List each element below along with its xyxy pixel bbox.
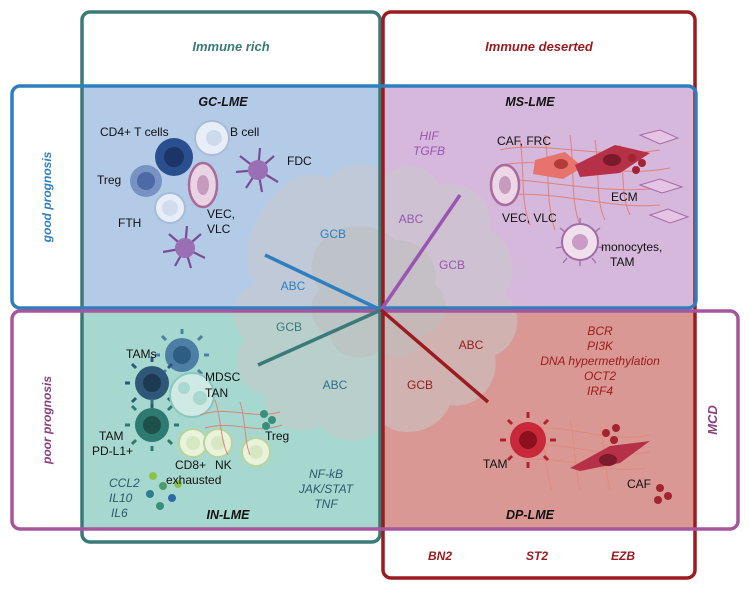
gc-vlc-label: VLC <box>207 222 231 236</box>
dp-tam-label: TAM <box>483 457 507 471</box>
dp-lme-title: DP-LME <box>506 508 555 522</box>
gc-lme-title: GC-LME <box>198 95 248 109</box>
good-prognosis-label: good prognosis <box>40 151 54 243</box>
in-tams-label: TAMs <box>126 347 156 361</box>
gc-bcell-label: B cell <box>230 125 259 139</box>
in-treg-label: Treg <box>265 429 289 443</box>
in-tnf-label: TNF <box>314 497 338 511</box>
dp-gene-labels: BCR PI3K DNA hypermethylation OCT2 IRF4 <box>540 324 660 398</box>
poor-prognosis-label: poor prognosis <box>40 376 54 465</box>
ezb-label: EZB <box>611 549 635 563</box>
ms-tgfb-label: TGFB <box>413 144 445 158</box>
in-cells-illustration <box>125 329 283 510</box>
ms-hif-label: HIF <box>419 129 439 143</box>
gcb-label-2: GCB <box>439 258 465 272</box>
dp-irf4-label: IRF4 <box>587 384 613 398</box>
ms-gene-labels: HIF TGFB <box>413 129 445 158</box>
in-exhausted-label: exhausted <box>166 473 221 487</box>
abc-label-2: ABC <box>399 212 424 226</box>
in-genes-left: CCL2 IL10 IL6 <box>109 476 140 520</box>
gc-cells-illustration <box>130 120 279 269</box>
ms-cell-labels: CAF, FRC ECM VEC, VLC monocytes, TAM <box>497 134 662 269</box>
st2-label: ST2 <box>526 549 548 563</box>
gc-fth-label: FTH <box>118 216 141 230</box>
in-cd8-label: CD8+ <box>175 458 206 472</box>
immune-rich-column-box <box>80 10 382 544</box>
gc-treg-label: Treg <box>97 173 121 187</box>
in-il10-label: IL10 <box>109 491 133 505</box>
ms-monocytes-label: monocytes, <box>601 240 662 254</box>
dp-cells-illustration <box>500 412 672 504</box>
abc-label-4: ABC <box>459 338 484 352</box>
dp-cell-labels: TAM CAF <box>483 457 651 491</box>
ms-ecm-label: ECM <box>611 190 638 204</box>
ms-divider-line <box>379 194 462 311</box>
gc-fdc-label: FDC <box>287 154 312 168</box>
immune-deserted-title: Immune deserted <box>485 39 594 54</box>
gcb-label-3: GCB <box>276 320 302 334</box>
in-pdl1-label: PD-L1+ <box>92 444 133 458</box>
dp-divider-line <box>379 308 490 404</box>
gcb-label-1: GCB <box>320 227 346 241</box>
gcb-label-4: GCB <box>407 378 433 392</box>
mcd-label: MCD <box>705 405 720 435</box>
abc-label-1: ABC <box>281 279 306 293</box>
in-ccl2-label: CCL2 <box>109 476 140 490</box>
in-genes-right: NF-kB JAK/STAT TNF <box>298 467 355 511</box>
dp-dna-label: DNA hypermethylation <box>540 354 660 368</box>
immune-rich-title: Immune rich <box>192 39 269 54</box>
in-cell-labels: TAMs MDSC TAN TAM PD-L1+ Treg CD8+ NK ex… <box>92 347 289 487</box>
gc-cell-labels: CD4+ T cells B cell Treg FDC FTH VEC, VL… <box>97 125 312 236</box>
bn2-label: BN2 <box>428 549 452 563</box>
in-nfkb-label: NF-kB <box>309 467 343 481</box>
in-nk-label: NK <box>215 458 232 472</box>
ms-lme-title: MS-LME <box>505 95 555 109</box>
in-lme-title: IN-LME <box>206 508 250 522</box>
dp-bcr-label: BCR <box>587 324 613 338</box>
gc-cd4-label: CD4+ T cells <box>100 125 169 139</box>
gc-divider-line <box>264 253 382 312</box>
ms-caf-frc-label: CAF, FRC <box>497 134 551 148</box>
dp-oct2-label: OCT2 <box>584 369 616 383</box>
gc-vec-label: VEC, <box>207 207 235 221</box>
dp-pi3k-label: PI3K <box>587 339 614 353</box>
good-prognosis-row-box <box>10 84 698 310</box>
abc-label-3: ABC <box>323 378 348 392</box>
in-tam-label: TAM <box>99 429 123 443</box>
ms-cells-illustration <box>489 129 690 266</box>
in-divider-line <box>257 308 382 367</box>
in-mdsc-label: MDSC <box>205 370 241 384</box>
subtype-axis-labels: GCB ABC ABC GCB GCB ABC ABC GCB <box>276 212 484 392</box>
ms-tam-label: TAM <box>610 255 634 269</box>
dp-caf-label: CAF <box>627 477 651 491</box>
in-tan-label: TAN <box>205 386 228 400</box>
ms-vec-vlc-label: VEC, VLC <box>502 211 557 225</box>
in-jakstat-label: JAK/STAT <box>298 482 355 496</box>
in-il6-label: IL6 <box>111 506 128 520</box>
